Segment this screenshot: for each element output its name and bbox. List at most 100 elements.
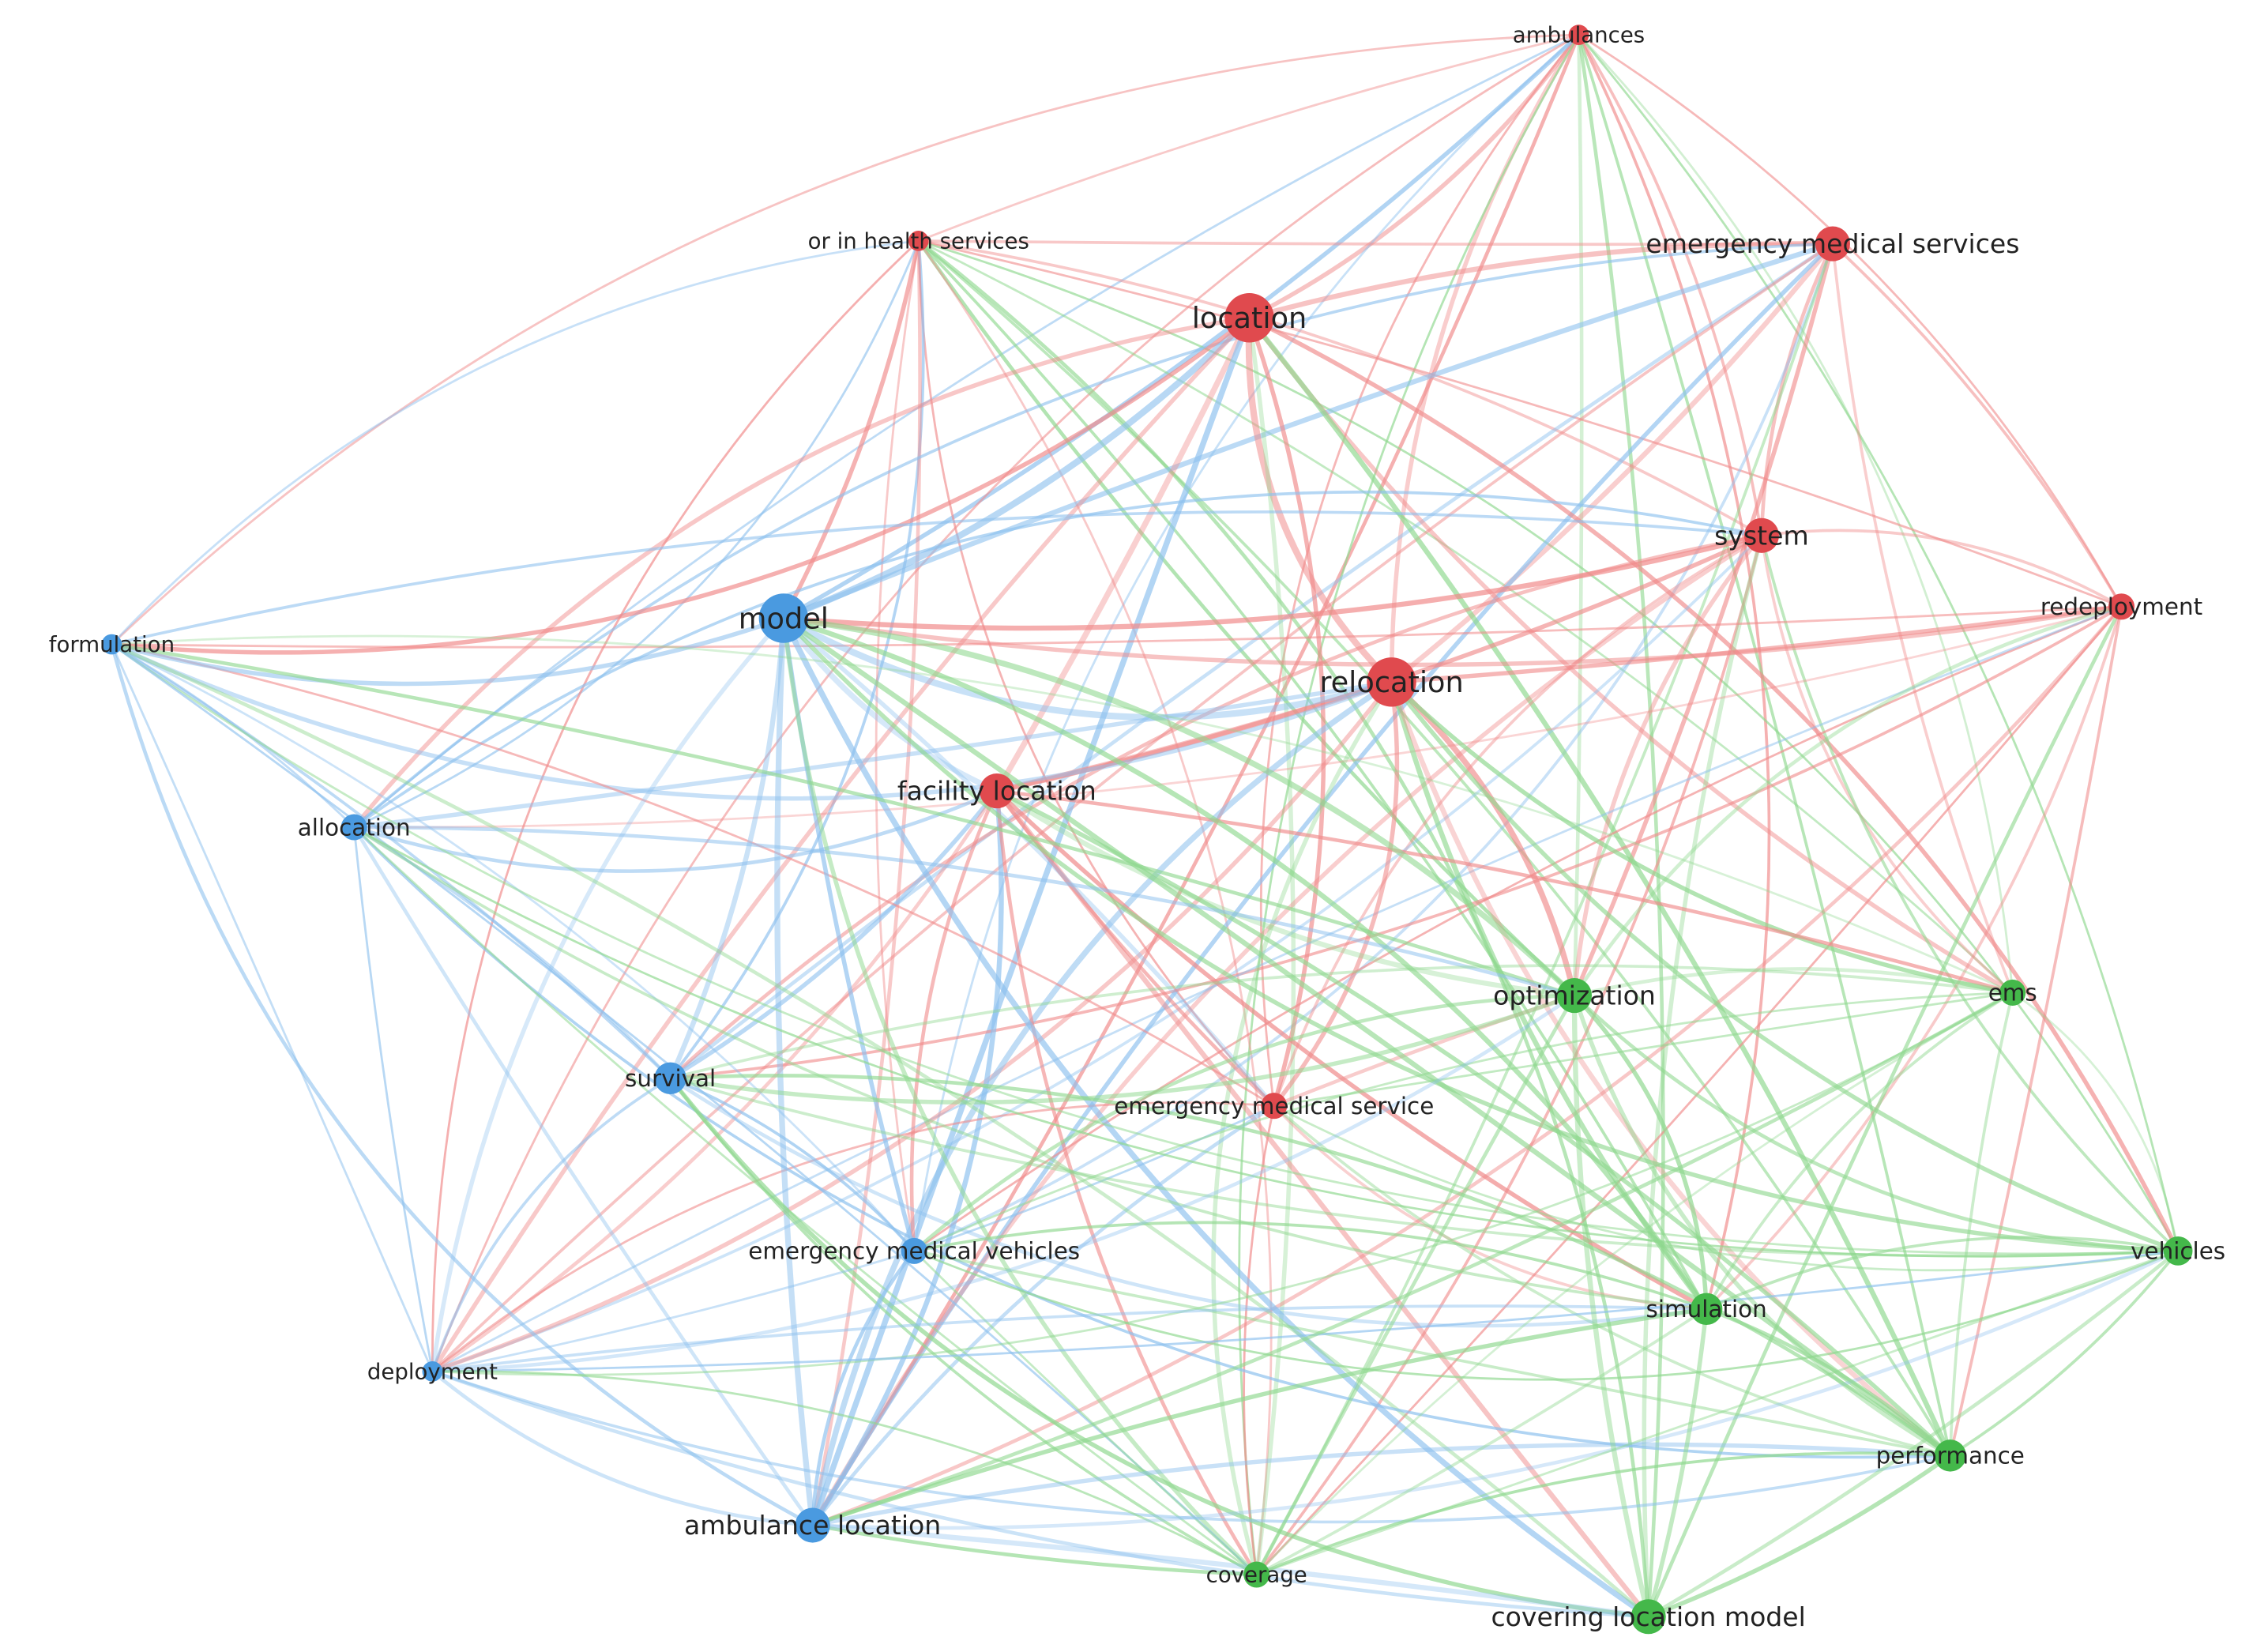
edge-model--simulation: [782, 615, 1709, 1311]
edge-or-in-health-services--allocation: [353, 240, 920, 829]
edge-system--redeployment: [1761, 529, 2123, 608]
edge-allocation--survival: [353, 826, 671, 1080]
edge-system--coverage: [1255, 535, 1763, 1576]
node-ambulance-location[interactable]: [795, 1507, 830, 1543]
edge-ambulance-location--performance: [812, 1442, 1950, 1528]
edge-redeployment--ambulance-location: [811, 605, 2123, 1527]
edge-ambulance-location--vehicles: [812, 1249, 2180, 1530]
node-label-relocation: relocation: [1319, 665, 1463, 699]
edge-relocation--coverage: [1211, 680, 1394, 1575]
edge-relocation--vehicles: [1390, 680, 2180, 1253]
edge-facility-location--allocation: [353, 788, 998, 873]
node-allocation[interactable]: [340, 814, 367, 841]
edge-emergency-medical-services--emergency-medical-vehicles: [913, 243, 1834, 1253]
edge-model--optimization: [783, 615, 1577, 998]
node-label-formulation: formulation: [49, 631, 175, 657]
edge-allocation--simulation: [353, 826, 1707, 1311]
edge-allocation--deployment: [352, 826, 434, 1372]
node-coverage[interactable]: [1243, 1561, 1270, 1588]
edge-survival--ems: [670, 964, 2013, 1080]
edge-performance--coverage: [1255, 1451, 1950, 1576]
edge-ambulances--deployment: [431, 33, 1580, 1372]
edge-allocation--ambulance-location: [352, 826, 814, 1526]
edge-survival--vehicles: [670, 1076, 2179, 1258]
edge-or-in-health-services--performance: [917, 239, 1952, 1457]
edge-emergency-medical-services--allocation: [352, 242, 1834, 829]
edge-deployment--ems: [432, 992, 2014, 1376]
node-emergency-medical-service[interactable]: [1261, 1093, 1288, 1120]
edge-or-in-health-services--optimization: [916, 239, 1576, 997]
edge-or-in-health-services--vehicles: [918, 239, 2180, 1252]
node-vehicles[interactable]: [2163, 1236, 2193, 1266]
node-emergency-medical-services[interactable]: [1815, 226, 1850, 262]
edge-redeployment--emergency-medical-vehicles: [913, 605, 2122, 1252]
edges-layer: [110, 33, 2180, 1620]
edge-ambulances--formulation: [111, 33, 1579, 645]
edge-emergency-medical-vehicles--optimization: [912, 993, 1575, 1253]
edge-relocation--ambulance-location: [810, 679, 1394, 1526]
edge-relocation--facility-location: [996, 679, 1393, 794]
edge-or-in-health-services--deployment: [431, 239, 920, 1372]
nodes-layer: [101, 24, 2193, 1635]
edge-model--ambulance-location: [774, 618, 816, 1526]
edge-facility-location--coverage: [995, 790, 1258, 1576]
edge-facility-location--optimization: [995, 788, 1575, 999]
node-emergency-medical-vehicles[interactable]: [901, 1237, 927, 1264]
node-label-deployment: deployment: [367, 1358, 498, 1384]
edge-or-in-health-services--covering-location-model: [917, 239, 1650, 1617]
node-optimization[interactable]: [1556, 978, 1593, 1014]
edge-redeployment--allocation: [354, 605, 2122, 829]
edge-redeployment--optimization: [1573, 604, 2123, 997]
node-survival[interactable]: [654, 1062, 686, 1094]
edge-emergency-medical-vehicles--simulation: [913, 1221, 1707, 1311]
node-or-in-health-services[interactable]: [908, 231, 929, 251]
edge-ambulances--redeployment: [1578, 33, 2123, 608]
edge-location--vehicles: [1248, 315, 2180, 1252]
edge-facility-location--performance: [995, 788, 1952, 1458]
edge-optimization--vehicles: [1573, 994, 2179, 1253]
edge-or-in-health-services--simulation: [917, 239, 1708, 1310]
edge-vehicles--covering-location-model: [1647, 1249, 2180, 1619]
edge-simulation--performance: [1706, 1307, 1952, 1458]
edge-or-in-health-services--model: [781, 240, 921, 619]
node-model[interactable]: [758, 593, 809, 643]
edge-or-in-health-services--system: [918, 239, 1762, 537]
node-location[interactable]: [1224, 293, 1274, 343]
node-label-ems: ems: [1988, 980, 2037, 1007]
node-label-or-in-health-services: or in health services: [808, 228, 1029, 254]
node-redeployment[interactable]: [2108, 593, 2135, 620]
edge-system--allocation: [353, 490, 1762, 829]
node-simulation[interactable]: [1690, 1293, 1723, 1326]
edge-survival--performance: [670, 1074, 1952, 1458]
edge-emergency-medical-vehicles--vehicles: [913, 1250, 2179, 1381]
edge-deployment--vehicles: [432, 1249, 2179, 1373]
edge-ambulance-location--ems: [811, 991, 2014, 1527]
node-ambulances[interactable]: [1568, 24, 1589, 45]
edge-redeployment--covering-location-model: [1646, 605, 2123, 1618]
edge-relocation--ems: [1390, 680, 2014, 995]
edge-deployment--ambulance-location: [431, 1370, 813, 1527]
edge-redeployment--survival: [670, 605, 2123, 1080]
node-formulation[interactable]: [101, 634, 122, 655]
node-deployment[interactable]: [422, 1360, 443, 1382]
edge-survival--deployment: [431, 1077, 671, 1372]
edge-facility-location--model: [780, 616, 999, 794]
edge-formulation--optimization: [111, 642, 1575, 998]
edge-ambulances--ems: [1578, 34, 2014, 993]
node-covering-location-model[interactable]: [1630, 1599, 1666, 1635]
edge-ambulances--optimization: [1572, 35, 1584, 996]
node-label-optimization: optimization: [1493, 980, 1656, 1011]
edge-redeployment--performance: [1948, 606, 2123, 1456]
edge-relocation--allocation: [353, 679, 1392, 830]
edge-emergency-medical-service--formulation: [111, 643, 1275, 1107]
node-performance[interactable]: [1934, 1439, 1966, 1472]
node-system[interactable]: [1743, 517, 1779, 553]
edge-vehicles--simulation: [1706, 1236, 2179, 1311]
node-relocation[interactable]: [1367, 657, 1416, 707]
edge-emergency-medical-service--emergency-medical-vehicles: [913, 1104, 1275, 1252]
edge-ambulances--coverage: [1238, 34, 1580, 1575]
edge-ambulance-location--simulation: [811, 1307, 1707, 1528]
edge-redeployment--deployment: [431, 605, 2122, 1373]
node-ems[interactable]: [1999, 979, 2026, 1006]
node-facility-location[interactable]: [979, 773, 1014, 809]
